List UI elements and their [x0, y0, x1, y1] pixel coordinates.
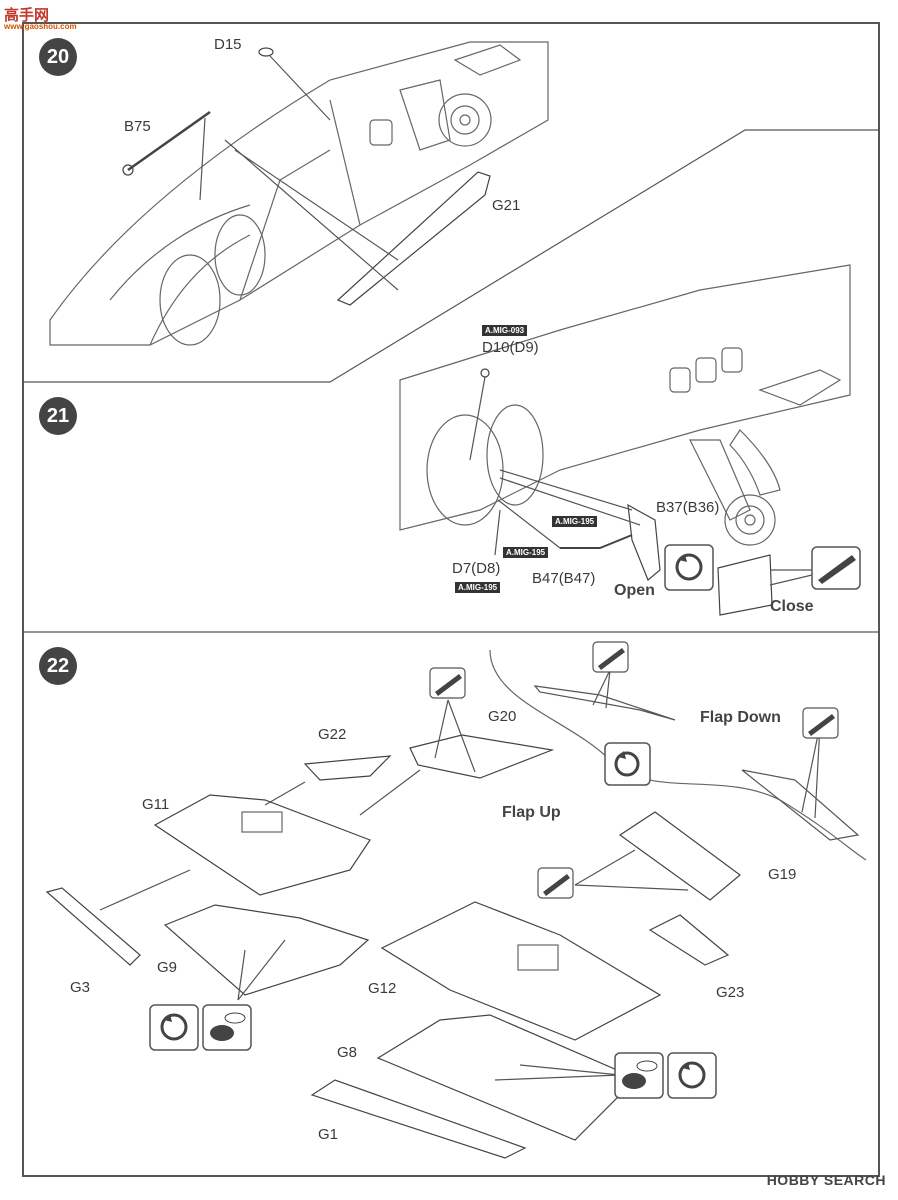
- part-b75: [127, 110, 211, 172]
- watermark-url: www.gaoshou.com: [4, 22, 77, 31]
- divider-20-21: [24, 129, 880, 383]
- part-b47: [560, 534, 633, 549]
- rotate-icon-22-left: [149, 1004, 199, 1051]
- step20-fuselage: [49, 41, 549, 346]
- part-g19: [618, 811, 741, 901]
- flap-down-panel: [741, 769, 860, 841]
- step-number-21: 21: [39, 397, 77, 435]
- label-b75: B75: [124, 118, 151, 135]
- cement-icon-21: [811, 546, 861, 590]
- label-g22: G22: [318, 726, 347, 743]
- step-number-20: 20: [39, 38, 77, 76]
- label-d15: D15: [214, 36, 242, 53]
- part-b37: [627, 503, 661, 581]
- label-b37: B37(B36): [656, 499, 720, 516]
- label-g8: G8: [337, 1044, 358, 1061]
- tag-mig195-b: A.MIG-195: [503, 547, 549, 558]
- page-frame: [22, 22, 880, 1177]
- rotate-icon-22-mid: [604, 742, 651, 786]
- label-g23: G23: [716, 984, 745, 1001]
- part-g3: [45, 887, 141, 966]
- part-g8: [376, 1014, 642, 1141]
- label-g3: G3: [70, 979, 91, 996]
- label-g11: G11: [142, 796, 170, 813]
- label-open: Open: [614, 582, 655, 599]
- cement-icon-22-top: [592, 641, 629, 673]
- cement-icon-22-g19: [537, 867, 574, 899]
- tag-mig195-a: A.MIG-195: [552, 516, 598, 527]
- label-g12: G12: [368, 980, 397, 997]
- drill-icon-22-right: [614, 1052, 664, 1099]
- part-g23: [648, 914, 730, 966]
- drill-icon-22-left: [202, 1004, 252, 1051]
- label-g21: G21: [492, 197, 521, 214]
- rotate-icon-22-right: [667, 1052, 717, 1099]
- cement-icon-22-flapdown: [802, 707, 839, 739]
- step-number-22: 22: [39, 647, 77, 685]
- part-g20: [409, 734, 555, 779]
- part-g12: [380, 901, 662, 1041]
- part-d15: [258, 47, 274, 57]
- label-d7: D7(D8): [452, 560, 501, 577]
- part-g9: [163, 904, 370, 996]
- label-g9: G9: [157, 959, 178, 976]
- label-flap-down: Flap Down: [700, 709, 781, 726]
- label-d10: D10(D9): [482, 339, 539, 356]
- label-b47: B47(B47): [532, 570, 596, 587]
- rotate-icon-21: [664, 544, 714, 591]
- cement-icon-22-g20: [429, 667, 466, 699]
- label-flap-up: Flap Up: [502, 804, 561, 821]
- step21-fuselage: [399, 264, 851, 546]
- watermark-logo: 高手网: [4, 7, 50, 24]
- part-g21: [336, 171, 491, 306]
- part-g22: [303, 755, 392, 781]
- label-g19: G19: [768, 866, 797, 883]
- label-close: Close: [770, 598, 814, 615]
- label-g1: G1: [318, 1126, 339, 1143]
- part-g11: [153, 794, 371, 896]
- part-close-door: [717, 554, 773, 616]
- tag-mig093: A.MIG-093: [482, 325, 528, 336]
- part-g1: [310, 1079, 527, 1159]
- flap-divider-curve: [489, 649, 867, 861]
- footer-brand: HOBBY SEARCH: [766, 1172, 886, 1188]
- tag-mig195-c: A.MIG-195: [455, 582, 501, 593]
- label-g20: G20: [488, 708, 517, 725]
